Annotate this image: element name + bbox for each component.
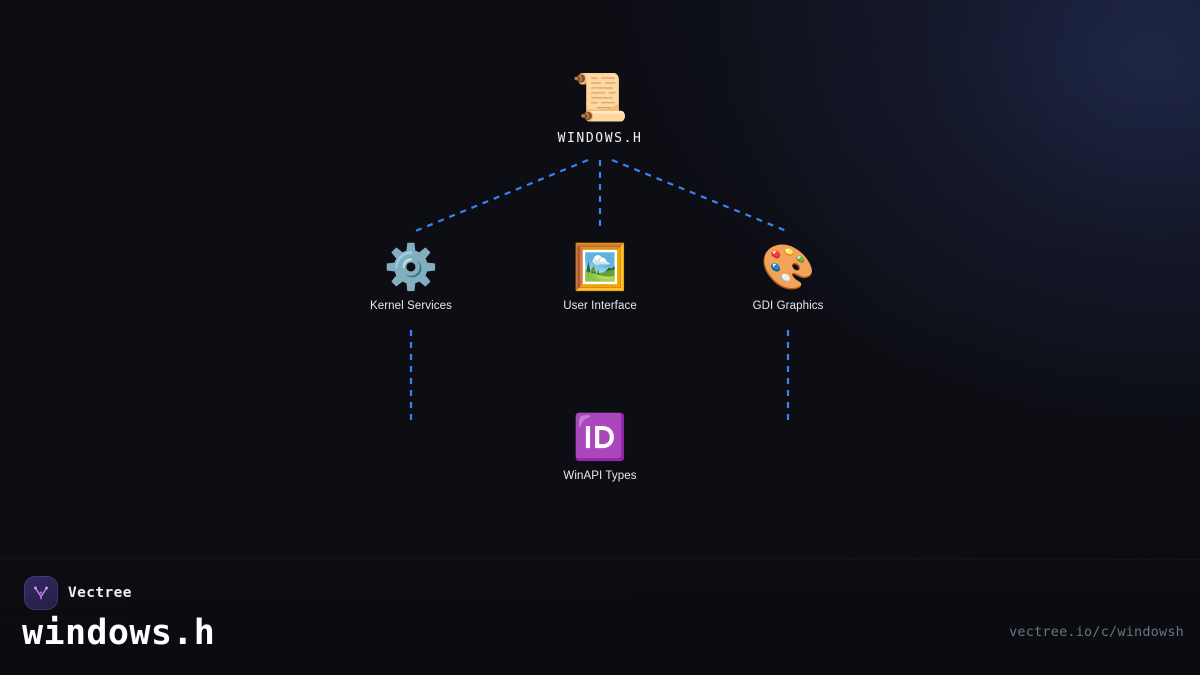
gear-icon: ⚙️ — [383, 242, 439, 293]
artist-palette-icon: 🎨 — [760, 242, 816, 293]
page-title: windows.h — [22, 613, 216, 653]
node-gdi-graphics[interactable]: 🎨 GDI Graphics — [713, 246, 863, 313]
edge-root-gdi — [611, 158, 790, 234]
edge-root-kernel — [412, 158, 589, 234]
node-user-interface[interactable]: 🖼️ User Interface — [525, 246, 675, 313]
footer-band — [0, 559, 1200, 675]
node-windows-h[interactable]: 📜 WINDOWS.H — [525, 74, 675, 146]
brand-name: Vectree — [68, 585, 132, 601]
vectree-tree-logo-icon — [24, 576, 58, 610]
brand: Vectree — [24, 576, 132, 610]
node-label: Kernel Services — [369, 300, 453, 312]
framed-picture-icon: 🖼️ — [572, 242, 628, 293]
node-kernel-services[interactable]: ⚙️ Kernel Services — [336, 246, 486, 313]
scroll-icon: 📜 — [571, 70, 629, 124]
id-button-icon: 🆔 — [572, 412, 628, 463]
node-label: GDI Graphics — [752, 300, 824, 312]
node-label: User Interface — [563, 300, 637, 312]
node-winapi-types[interactable]: 🆔 WinAPI Types — [525, 416, 675, 483]
node-label: WINDOWS.H — [557, 131, 643, 146]
page-url: vectree.io/c/windowsh — [1009, 624, 1184, 640]
node-label: WinAPI Types — [563, 470, 637, 482]
